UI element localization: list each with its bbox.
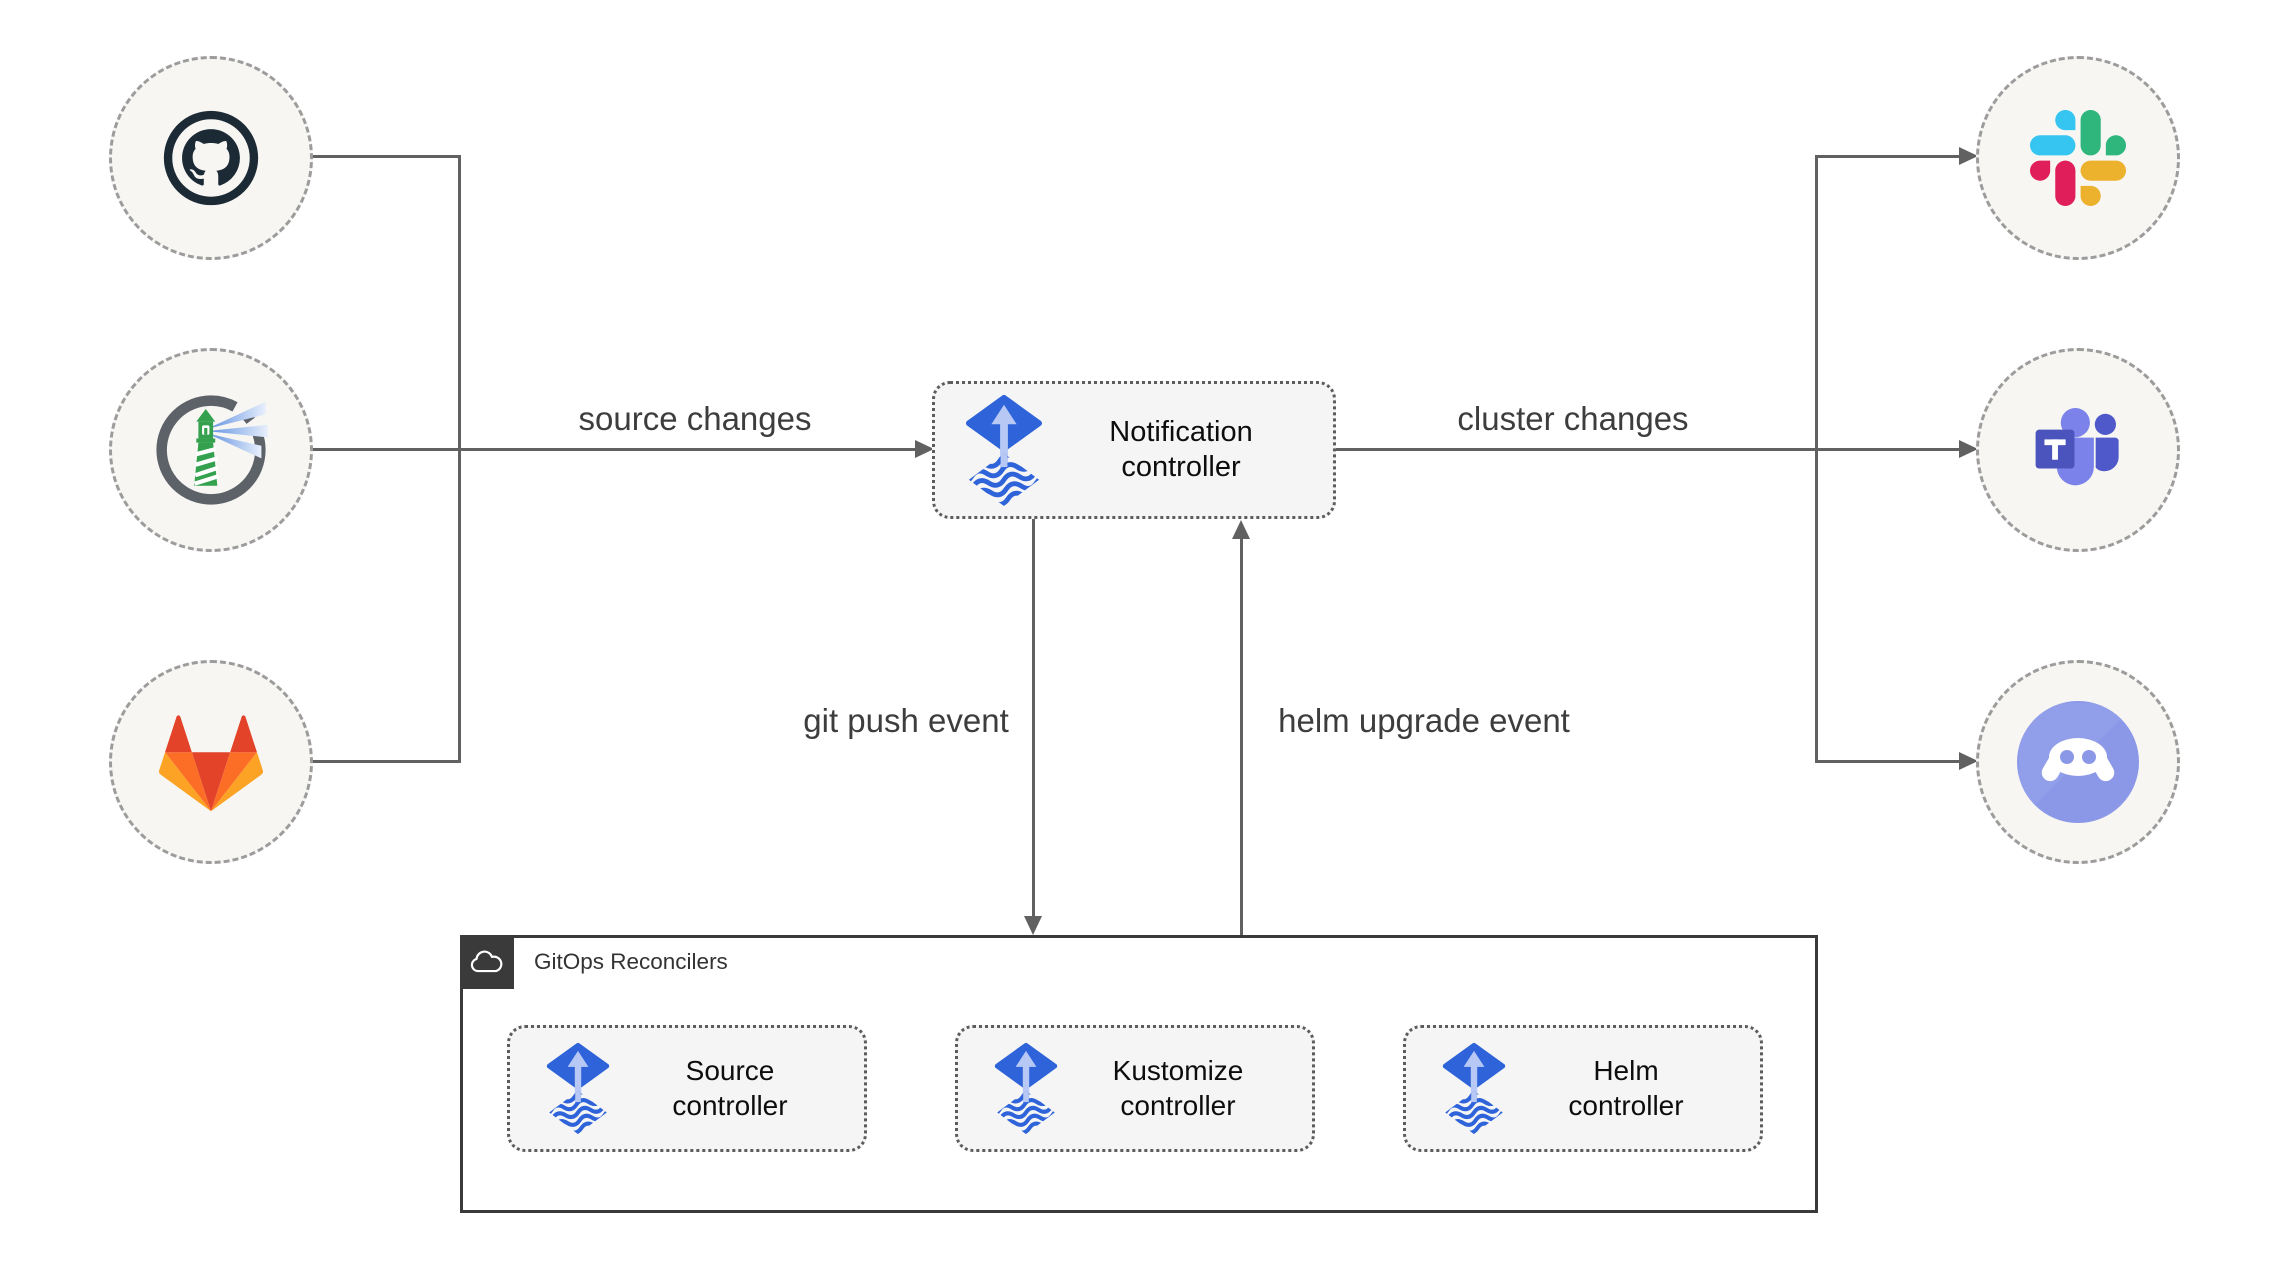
target-node-slack: [1976, 56, 2180, 260]
arrowhead-into-reconcilers: [1024, 916, 1042, 935]
notification-controller-label: Notification controller: [1109, 415, 1253, 483]
harbor-icon: [148, 387, 274, 513]
connector-slack-stub: [1815, 155, 1960, 158]
cloud-icon: [469, 949, 505, 976]
arrowhead-into-teams: [1959, 440, 1978, 458]
teams-icon: [2025, 400, 2131, 500]
gitops-reconcilers-badge: [460, 935, 514, 989]
flux-icon: [546, 1042, 610, 1135]
source-node-gitlab: [109, 660, 313, 864]
edge-label-helm-upgrade-event: helm upgrade event: [1278, 702, 1570, 739]
flux-icon: [965, 394, 1043, 507]
connector-git-push: [1032, 519, 1035, 917]
edge-label-source-changes: source changes: [578, 400, 812, 437]
kustomize-controller-node: Kustomize controller: [955, 1025, 1315, 1152]
helm-controller-label: Helm controller: [1568, 1055, 1684, 1121]
edge-label-git-push-event: git push event: [803, 702, 1009, 739]
github-icon: [155, 102, 267, 214]
connector-cluster-changes: [1336, 448, 1960, 451]
target-node-teams: [1976, 348, 2180, 552]
connector-right-bus: [1815, 155, 1818, 763]
connector-left-bus: [458, 155, 461, 763]
gitops-reconcilers-label: GitOps Reconcilers: [534, 949, 728, 974]
source-controller-label: Source controller: [672, 1055, 788, 1121]
flux-icon: [1442, 1042, 1506, 1135]
source-node-harbor: [109, 348, 313, 552]
arrowhead-into-slack: [1959, 147, 1978, 165]
connector-source-changes: [310, 448, 916, 451]
flux-icon: [994, 1042, 1058, 1135]
target-node-discord: [1976, 660, 2180, 864]
source-controller-node: Source controller: [507, 1025, 867, 1152]
kustomize-controller-label: Kustomize controller: [1112, 1055, 1244, 1121]
helm-controller-node: Helm controller: [1403, 1025, 1763, 1152]
connector-helm-upgrade: [1240, 539, 1243, 935]
source-node-github: [109, 56, 313, 260]
connector-github-stub: [310, 155, 460, 158]
discord-icon: [2016, 700, 2140, 824]
arrowhead-into-notification-bottom: [1232, 520, 1250, 539]
connector-discord-stub: [1815, 760, 1960, 763]
gitlab-icon: [159, 712, 263, 812]
edge-label-cluster-changes: cluster changes: [1457, 400, 1689, 437]
slack-icon: [2030, 110, 2126, 206]
arrowhead-into-discord: [1959, 752, 1978, 770]
arrowhead-into-notification: [915, 440, 934, 458]
notification-controller-node: Notification controller: [932, 381, 1336, 519]
connector-gitlab-stub: [310, 760, 460, 763]
